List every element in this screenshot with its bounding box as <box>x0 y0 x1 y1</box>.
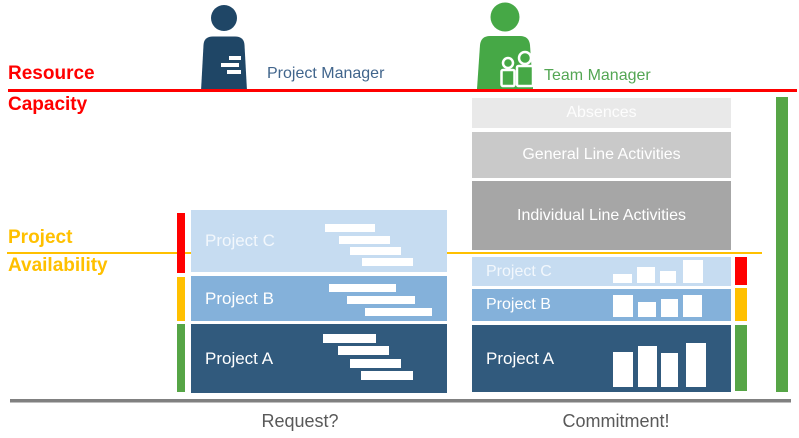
histogram-bar <box>638 346 657 387</box>
request-label: Request? <box>261 411 339 431</box>
right-project-c-box: Project C <box>472 257 731 286</box>
histogram-bar <box>661 353 678 387</box>
team-icon <box>477 2 535 89</box>
resource-capacity-line <box>8 89 797 92</box>
left-project-c-status-strip <box>177 213 185 273</box>
gantt-bar <box>347 296 415 304</box>
person-icon <box>201 5 247 91</box>
histogram-bar <box>613 352 633 387</box>
left-project-b-box: Project B <box>191 276 447 321</box>
individual-line-activities-label: Individual Line Activities <box>517 206 686 224</box>
left-project-c-label: Project C <box>205 231 275 250</box>
gantt-bar <box>338 346 389 355</box>
left-project-b-label: Project B <box>205 288 274 308</box>
right-project-b-box: Project B <box>472 289 731 321</box>
project-availability-label-line1: Project <box>8 227 73 248</box>
gantt-bar <box>339 236 390 244</box>
resource-capacity-label-line2: Capacity <box>8 94 88 115</box>
histogram-bar <box>683 260 703 283</box>
baseline-rule <box>10 399 791 403</box>
gantt-bar <box>350 247 401 255</box>
histogram-bar <box>638 302 656 317</box>
project-manager-label: Project Manager <box>267 65 385 82</box>
left-project-c-box: Project C <box>191 210 447 272</box>
left-project-b-status-strip <box>177 277 185 321</box>
histogram-bar <box>686 343 706 387</box>
gantt-bar <box>362 258 413 266</box>
resource-capacity-label-line1: Resource <box>8 63 95 84</box>
histogram-bar <box>661 299 678 317</box>
team-manager-icon <box>470 2 538 89</box>
gantt-bar <box>365 308 432 316</box>
project-manager-icon <box>192 5 256 91</box>
right-project-a-label: Project A <box>486 348 555 368</box>
histogram-bar <box>683 295 702 317</box>
right-project-a-box: Project A <box>472 325 731 392</box>
absences-label: Absences <box>566 104 637 121</box>
gantt-bar <box>329 284 396 292</box>
gantt-bar <box>361 371 413 380</box>
histogram-bar <box>613 295 633 317</box>
histogram-bar <box>660 271 676 283</box>
gantt-bar <box>325 224 375 232</box>
histogram-bar <box>637 267 655 283</box>
left-project-a-status-strip <box>177 324 185 392</box>
absences-box: Absences <box>472 98 731 128</box>
histogram-bar <box>613 274 632 283</box>
right-project-a-status-strip <box>735 325 747 391</box>
commitment-label: Commitment! <box>562 411 670 431</box>
general-line-activities-label: General Line Activities <box>522 146 681 163</box>
left-project-a-box: Project A <box>191 324 447 393</box>
general-line-activities-box: General Line Activities <box>472 132 731 178</box>
gantt-bar <box>323 334 376 343</box>
total-capacity-bar <box>776 97 788 392</box>
project-availability-label-line2: Availability <box>8 255 108 276</box>
right-project-b-label: Project B <box>486 296 551 313</box>
right-project-c-label: Project C <box>486 262 552 280</box>
left-project-a-label: Project A <box>205 348 274 368</box>
right-project-b-status-strip <box>735 288 747 321</box>
right-project-c-status-strip <box>735 257 747 285</box>
team-manager-label: Team Manager <box>544 67 651 84</box>
gantt-bar <box>350 359 401 368</box>
individual-line-activities-box: Individual Line Activities <box>472 181 731 250</box>
